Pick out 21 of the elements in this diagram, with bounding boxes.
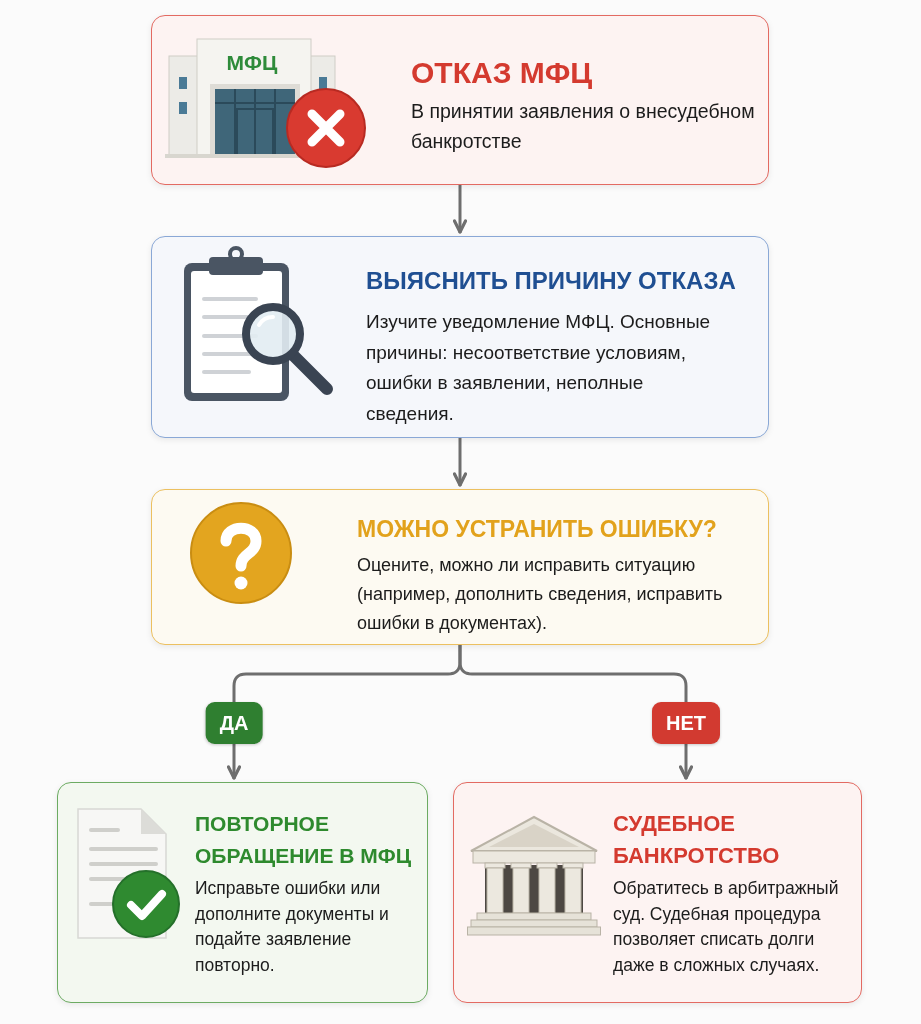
box-title: ВЫЯСНИТЬ ПРИЧИНУ ОТКАЗА (366, 266, 736, 296)
outcome-box (57, 782, 428, 1003)
box-title: МОЖНО УСТРАНИТЬ ОШИБКУ? (357, 515, 718, 544)
box-text: Обратитесь в арбитражный суд. Судебная процедура позволяет списать долги даже в сложных случаях. (613, 877, 840, 978)
start-box (151, 15, 769, 185)
edge-label: ДА (205, 702, 263, 744)
outcome-box (453, 782, 862, 1003)
sign-text: МФЦ (226, 51, 278, 75)
box-text: Изучите уведомление МФЦ. Основные причины: несоответствие условиям, ошибки в заявлении, неполные сведения. (366, 310, 712, 427)
box-text: В принятии заявления о внесудебном банкротстве (411, 99, 756, 154)
box-title: СУДЕБНОЕ БАНКРОТСТВО (613, 810, 781, 870)
edge-label: НЕТ (652, 702, 720, 744)
arrow (452, 185, 468, 234)
decision-box (151, 489, 769, 645)
arrow (458, 645, 694, 780)
arrow (452, 438, 468, 487)
box-text: Исправьте ошибки или дополните документы и подайте заявление повторно. (195, 877, 390, 978)
box-text: Оцените, можно ли исправить ситуацию (например, дополнить сведения, исправить ошибки в документах). (357, 554, 724, 635)
step-box (151, 236, 769, 438)
box-title: ПОВТОРНОЕ ОБРАЩЕНИЕ В МФЦ (195, 811, 413, 869)
box-title: ОТКАЗ МФЦ (411, 55, 594, 91)
